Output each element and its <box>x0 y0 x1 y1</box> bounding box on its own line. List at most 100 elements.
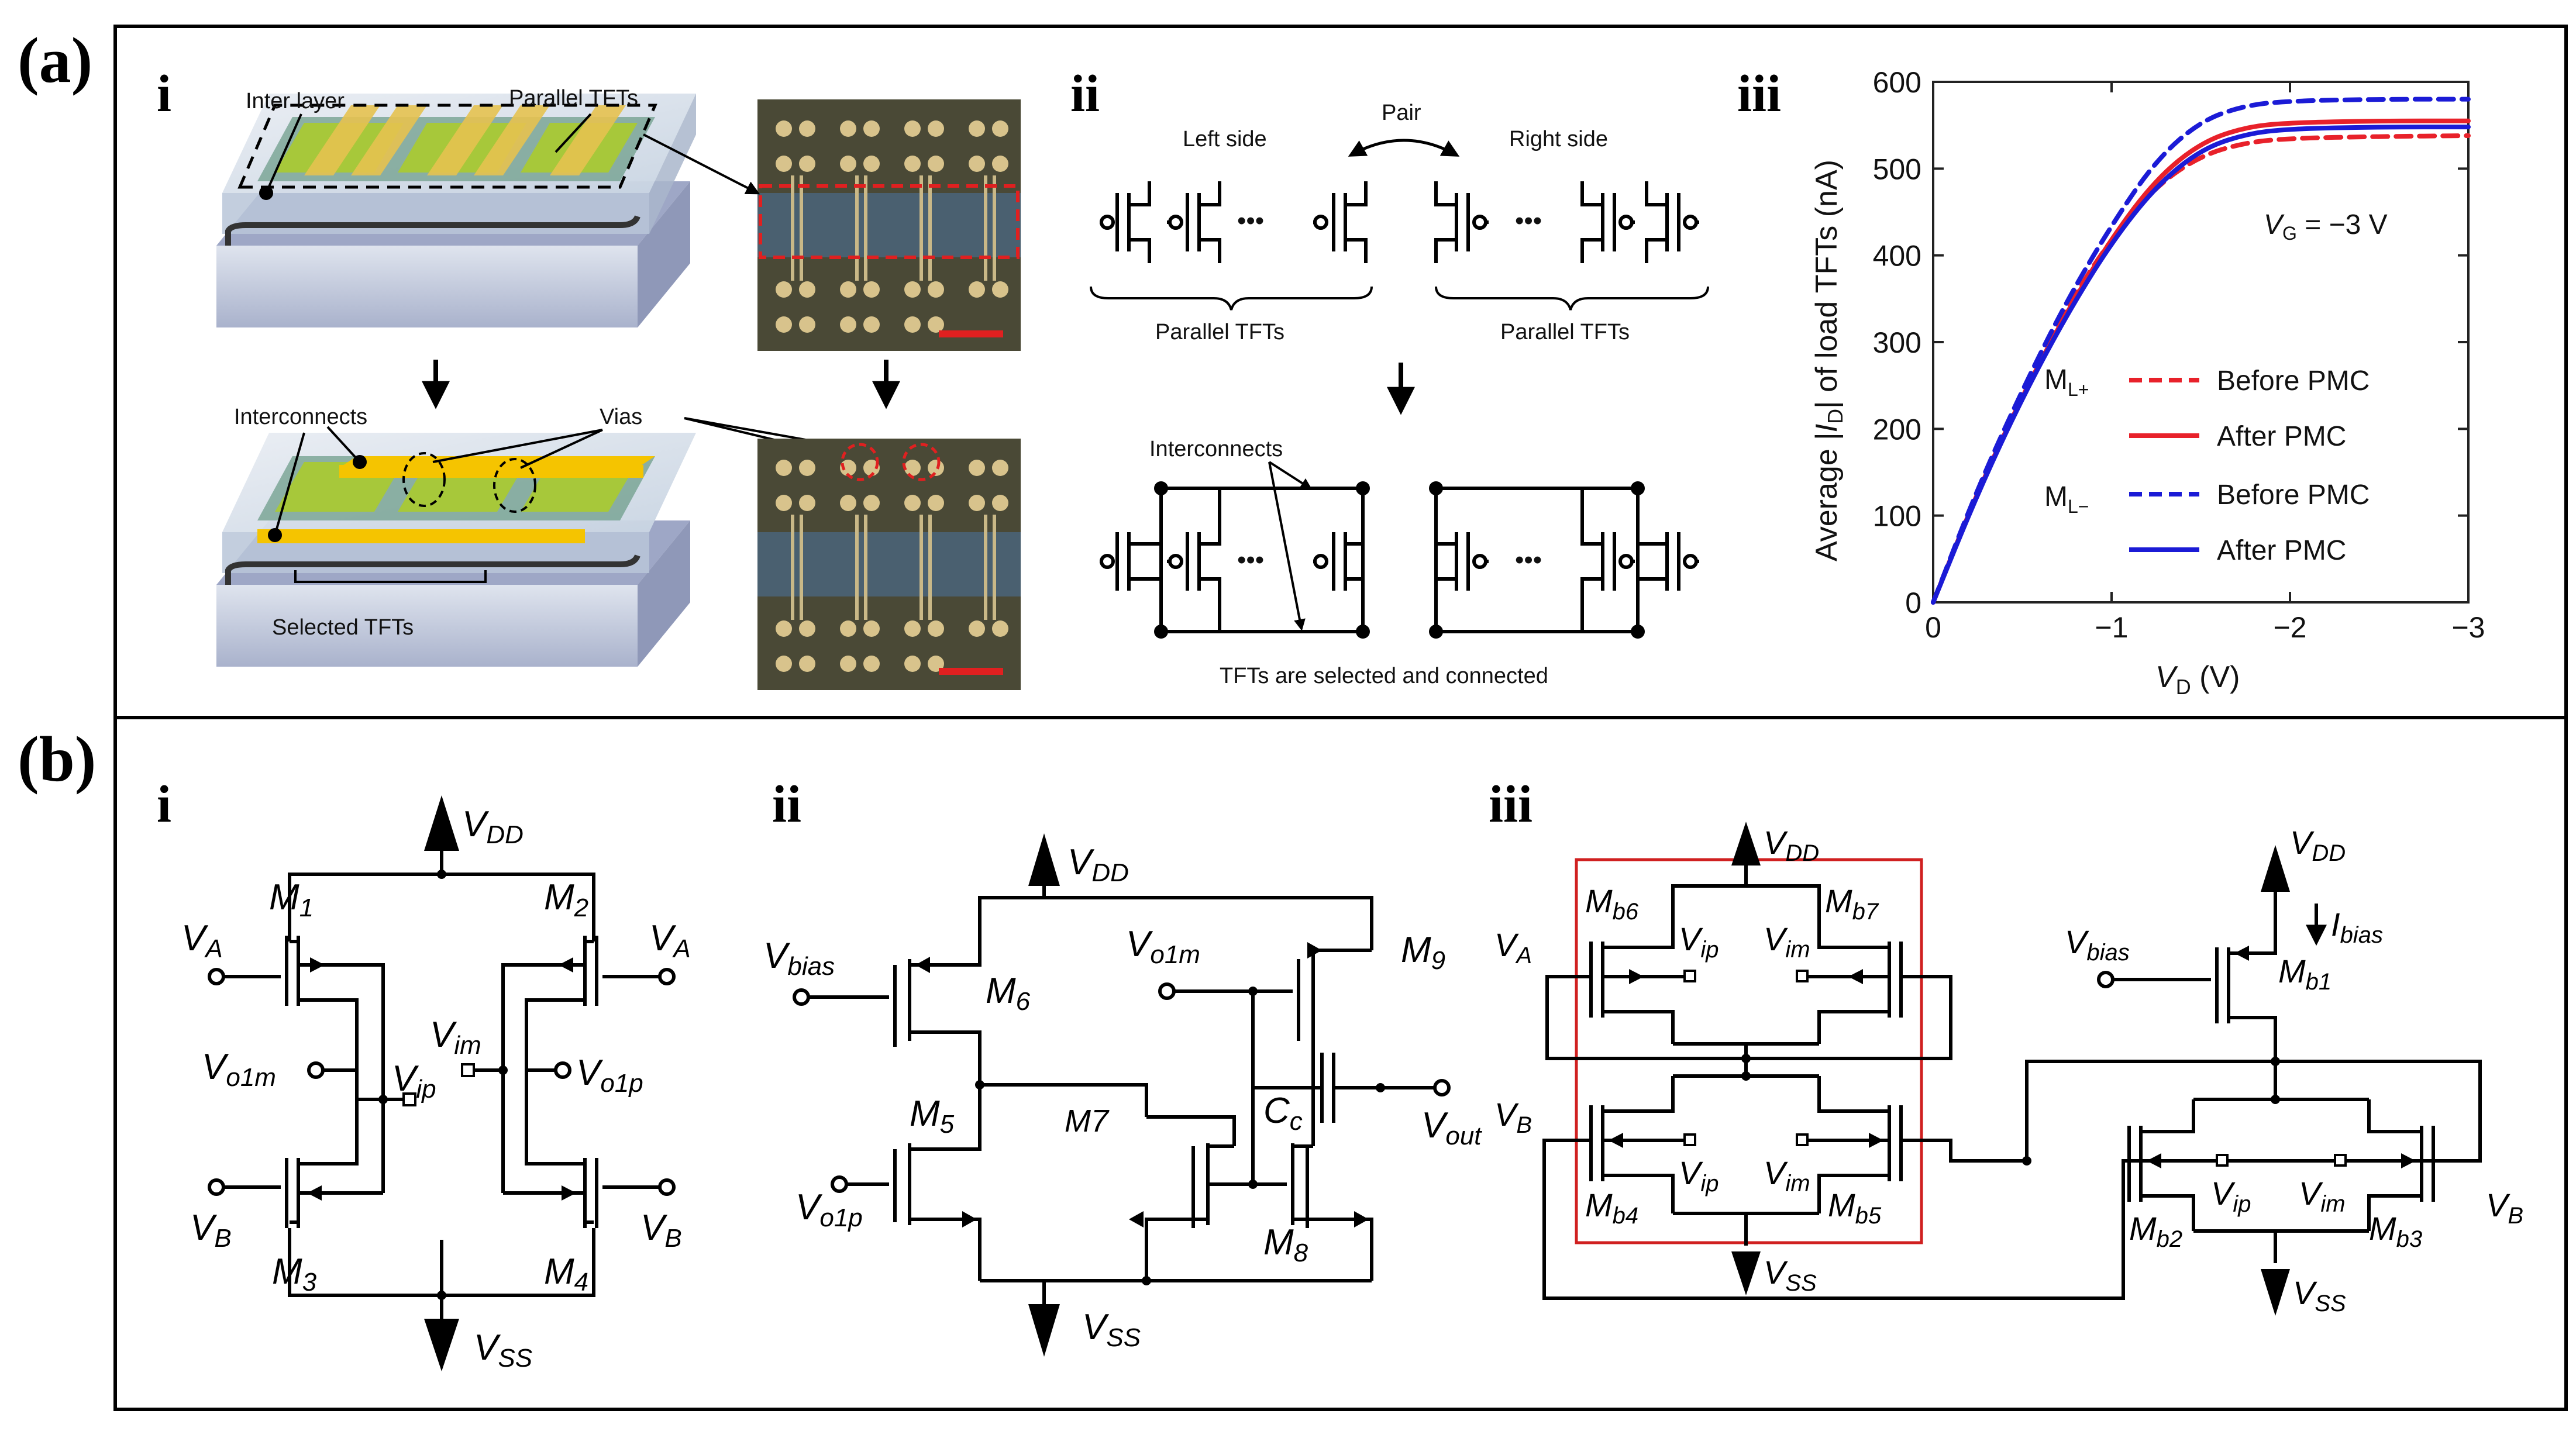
series-line-3 <box>1931 96 2471 605</box>
panel-a-ii: ii Left side Right side Pair ••• ••• Par… <box>1070 65 1709 688</box>
y-tick-label: 300 <box>1873 326 1921 359</box>
b-iii-mb5: Mb5 <box>1828 1187 1882 1229</box>
b-i-vdd: VDD <box>462 804 524 849</box>
a-ii-label: ii <box>1070 65 1100 123</box>
legend: ML+ ML− Before PMC After PMC Before PMC … <box>2044 364 2370 566</box>
panel-a-label: (a) <box>18 25 92 96</box>
panel-b-i: i <box>157 775 676 1371</box>
parallel-left-label: Parallel TFTs <box>1155 320 1284 344</box>
micrograph-bottom <box>757 439 1021 690</box>
left-side-label: Left side <box>1183 127 1267 151</box>
dots-right: ••• <box>1515 206 1542 235</box>
b-iii-vdd-2: VDD <box>2290 824 2346 866</box>
y-tick-label: 200 <box>1873 413 1921 446</box>
y-tick-label: 0 <box>1905 587 1921 619</box>
b-i-vip: Vip <box>392 1058 436 1104</box>
b-iii-mb3: Mb3 <box>2369 1210 2422 1252</box>
legend-before-2: Before PMC <box>2217 480 2370 511</box>
b-i-vim: Vim <box>430 1015 481 1060</box>
b-i-va-right: VA <box>649 918 691 963</box>
b-iii-ibias: Ibias <box>2331 906 2383 948</box>
b-ii-m5: M5 <box>910 1094 955 1139</box>
device-bottom: Interconnects Vias Selected TFTs <box>216 405 898 667</box>
b-i-vb-right: VB <box>640 1208 682 1253</box>
x-tick-label: −3 <box>2451 611 2485 644</box>
legend-before-1: Before PMC <box>2217 365 2370 396</box>
vg-annotation: VG = −3 V <box>2264 209 2388 244</box>
y-tick-label: 100 <box>1873 500 1921 533</box>
inter-layer-label: Inter layer <box>246 89 345 113</box>
b-i-vo1p: Vo1p <box>576 1053 643 1098</box>
right-side-label: Right side <box>1509 127 1608 151</box>
vias-label: Vias <box>600 405 642 429</box>
b-iii-mb2: Mb2 <box>2129 1210 2182 1252</box>
b-i-vss: VSS <box>474 1327 532 1373</box>
b-iii-vip-3: Vip <box>2211 1175 2251 1217</box>
b-iii-mb4: Mb4 <box>1585 1187 1638 1229</box>
interconnects-ii-label: Interconnects <box>1149 437 1283 461</box>
b-iii-va: VA <box>1494 926 1532 968</box>
x-axis-label: VD (V) <box>2155 660 2240 699</box>
b-ii-m9: M9 <box>1401 930 1445 975</box>
b-ii-label: ii <box>772 775 801 833</box>
b-ii-vout: Vout <box>1421 1105 1482 1150</box>
b-iii-vim-2: Vim <box>1764 1154 1810 1196</box>
y-tick-label: 400 <box>1873 240 1921 273</box>
legend-ml-plus: ML+ <box>2044 364 2089 400</box>
interconnects-label: Interconnects <box>234 405 367 429</box>
parallel-right-label: Parallel TFTs <box>1500 320 1630 344</box>
b-i-m4: M4 <box>544 1251 588 1296</box>
x-tick-label: 0 <box>1925 611 1941 644</box>
b-ii-m7: M7 <box>1065 1104 1110 1139</box>
b-ii-vss: VSS <box>1082 1307 1141 1352</box>
b-ii-vo1p: Vo1p <box>795 1187 863 1232</box>
b-iii-label: iii <box>1489 775 1532 833</box>
panel-b-label: (b) <box>18 723 96 795</box>
selected-tfts-label: Selected TFTs <box>272 615 414 640</box>
b-ii-cc: Cc <box>1263 1091 1303 1136</box>
b-ii-vdd: VDD <box>1067 842 1129 887</box>
b-ii-m8: M8 <box>1263 1222 1308 1267</box>
pair-label: Pair <box>1382 101 1421 125</box>
bottom-caption: TFTs are selected and connected <box>1220 664 1548 688</box>
series-line-2 <box>1931 118 2471 605</box>
b-iii-vss-2: VSS <box>2293 1274 2346 1316</box>
b-iii-vb-right: VB <box>2486 1187 2523 1229</box>
b-iii-mb1: Mb1 <box>2278 953 2332 995</box>
b-ii-vo1m: Vo1m <box>1126 924 1200 969</box>
b-i-vo1m: Vo1m <box>202 1047 276 1092</box>
panel-b-iii-labels: VDD VDD VSS VSS VA VB VB Vbias Ibias Vip… <box>1494 824 2523 1316</box>
b-iii-vdd-1: VDD <box>1764 824 1819 866</box>
y-tick-label: 500 <box>1873 153 1921 185</box>
b-i-va-left: VA <box>181 918 223 963</box>
b-i-label: i <box>157 775 171 833</box>
x-tick-label: −2 <box>2273 611 2306 644</box>
legend-ml-minus: ML− <box>2044 481 2089 517</box>
b-i-m1: M1 <box>269 877 314 922</box>
panel-b-ii-labels: VDD VSS Vbias Vo1m Vo1p Vout Cc M5 M6 M7… <box>763 842 1482 1352</box>
dots-left: ••• <box>1237 206 1264 235</box>
a-iii-label: iii <box>1737 65 1781 123</box>
micrograph-top <box>643 99 1021 351</box>
b-iii-vss-1: VSS <box>1764 1254 1817 1296</box>
b-iii-vim-1: Vim <box>1764 920 1810 963</box>
b-i-m3: M3 <box>272 1251 317 1296</box>
b-iii-vim-3: Vim <box>2299 1175 2346 1217</box>
panel-b-i-labels: VDD VSS M1 M2 M3 M4 VA VA VB VB Vo1m Vo1… <box>181 804 691 1373</box>
series-line-1 <box>1931 133 2471 605</box>
panel-b-frame <box>113 716 2568 1411</box>
b-iii-vbias: Vbias <box>2065 923 2130 966</box>
panel-b-iii: iii <box>1489 775 2482 1316</box>
b-iii-vb-left: VB <box>1494 1096 1532 1138</box>
a-i-label: i <box>157 65 171 123</box>
b-iii-mb6: Mb6 <box>1585 882 1639 925</box>
panel-b-ii: ii <box>772 775 1451 1357</box>
b-ii-vbias: Vbias <box>763 936 835 981</box>
panel-a-i: i Inter layer Parallel TFTs <box>157 65 1021 690</box>
dots-bottom-right: ••• <box>1515 546 1542 574</box>
y-tick-label: 600 <box>1873 66 1921 99</box>
device-top: Inter layer Parallel TFTs <box>216 86 696 327</box>
b-iii-vip-1: Vip <box>1679 920 1719 963</box>
